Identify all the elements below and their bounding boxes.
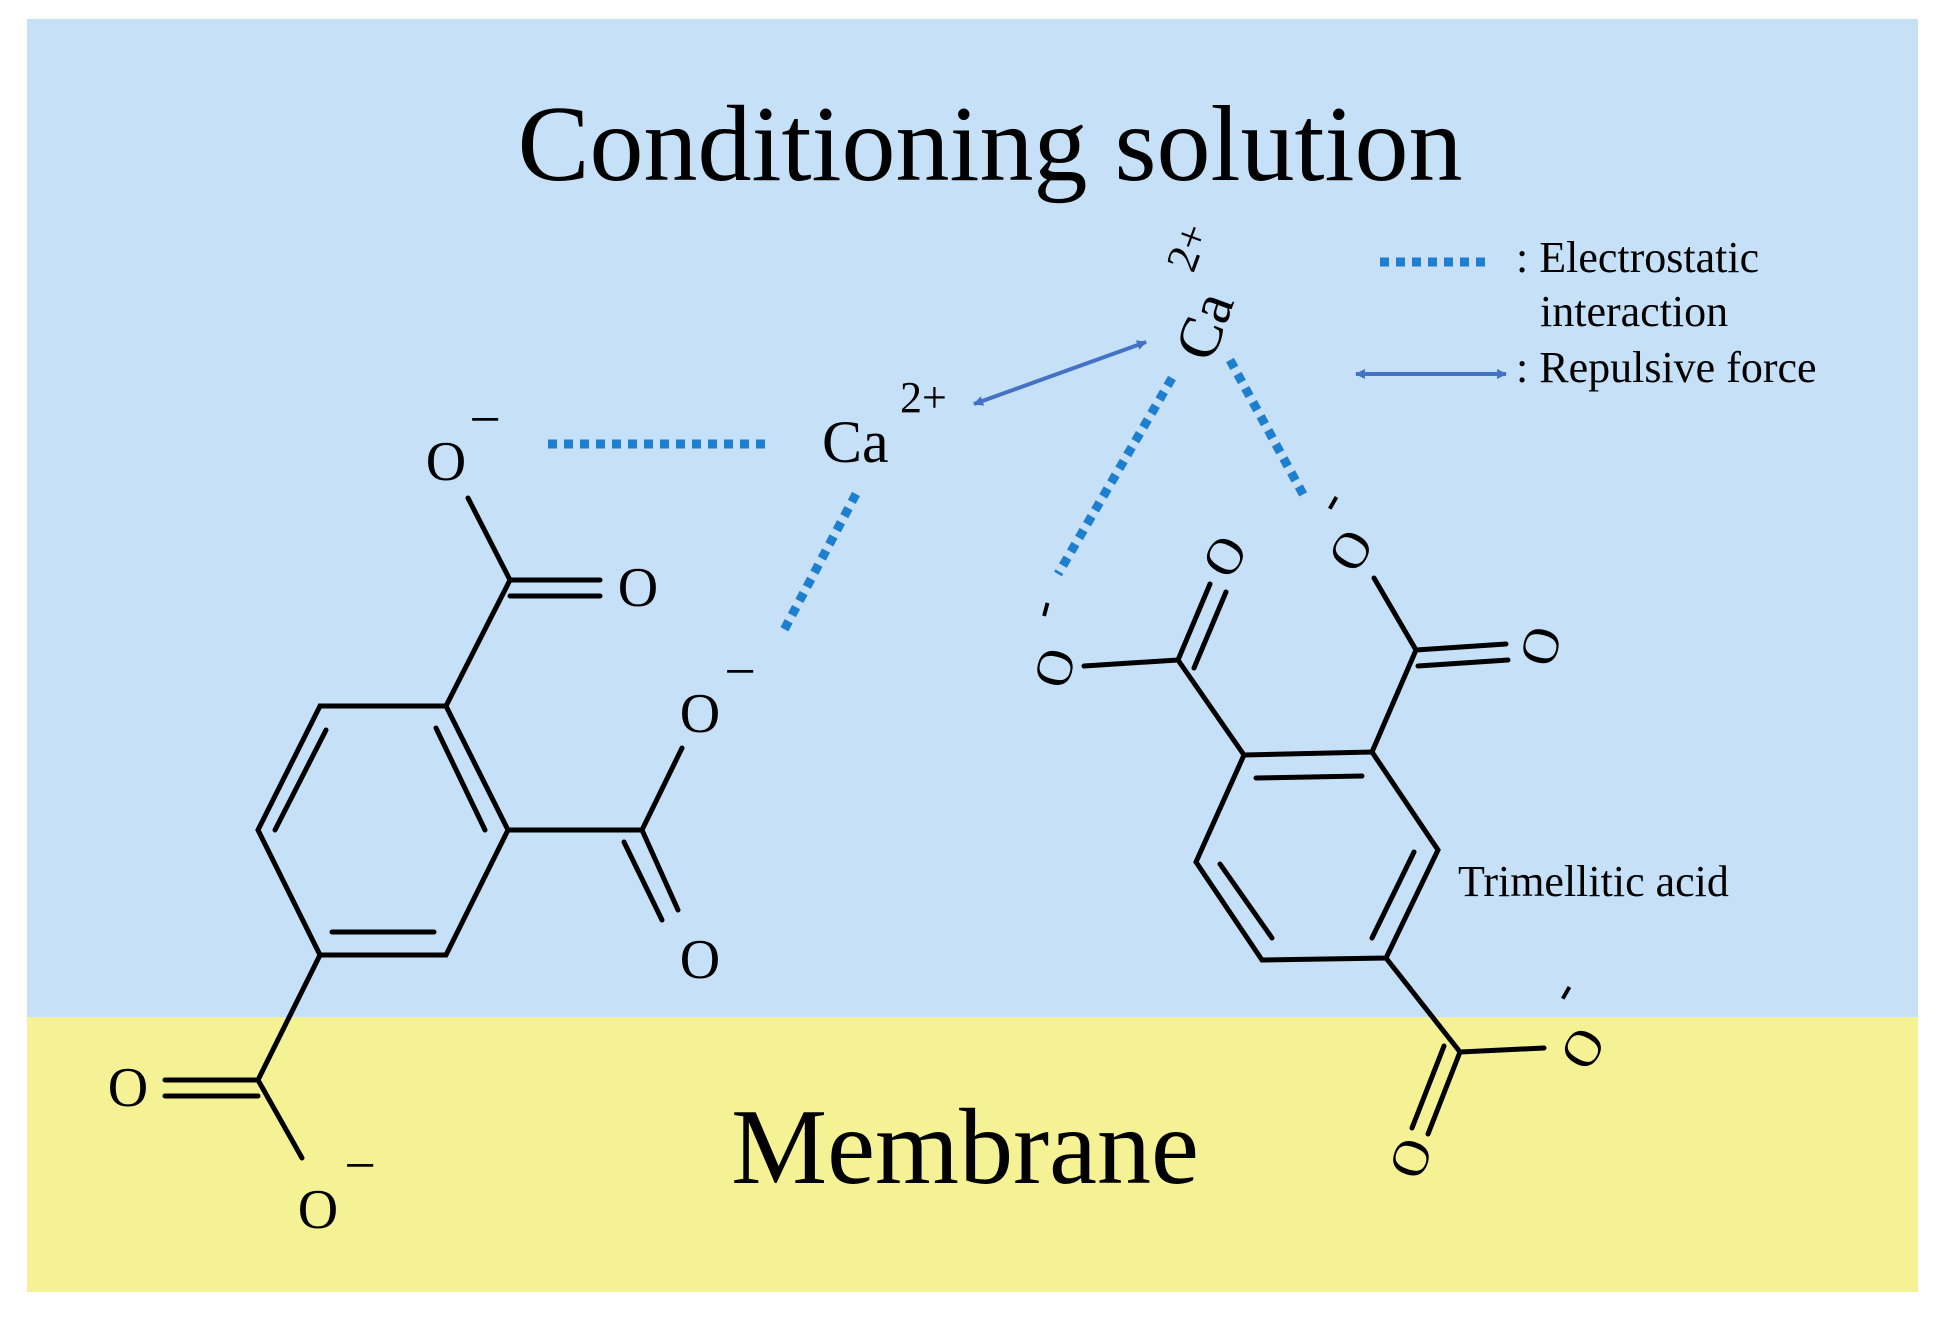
left-o-bottom-minus: O [298, 1179, 338, 1241]
conditioning-solution-region [27, 19, 1918, 1017]
calcium-ion-left: Ca 2+ [822, 373, 947, 475]
left-minus-bottom: − [344, 1135, 376, 1197]
electrostatic-line-4 [1226, 357, 1308, 499]
membrane-title: Membrane [731, 1088, 1199, 1207]
membrane-region [27, 1017, 1918, 1292]
right-molecule [1081, 575, 1547, 1137]
left-o-top-double: O [618, 557, 658, 619]
electrostatic-line-2 [780, 491, 860, 633]
left-o-bottom-double: O [108, 1057, 148, 1119]
legend-electrostatic-label: : Electrostatic [1516, 233, 1759, 282]
left-o-top-minus: O [426, 431, 466, 493]
left-molecule-atoms: O − O O − O O O − [108, 389, 756, 1241]
legend-repulsive-label: : Repulsive force [1516, 343, 1817, 392]
legend-electrostatic-label-line2: interaction [1540, 287, 1728, 336]
left-minus-top: − [469, 389, 501, 451]
left-o-right-double: O [680, 929, 720, 991]
left-molecule [162, 495, 685, 1161]
calcium-left-symbol: Ca [822, 409, 889, 475]
electrostatic-interactions [548, 357, 1308, 633]
repulsive-force-arrow [973, 340, 1147, 406]
calcium-left-charge: 2+ [900, 373, 947, 422]
left-o-right-minus: O [680, 683, 720, 745]
trimellitic-acid-label: Trimellitic acid [1458, 857, 1729, 906]
left-minus-right: − [724, 641, 756, 703]
conditioning-solution-title: Conditioning solution [517, 85, 1462, 204]
legend: : Electrostatic interaction : Repulsive … [1355, 233, 1817, 392]
electrostatic-line-3 [1054, 375, 1176, 577]
